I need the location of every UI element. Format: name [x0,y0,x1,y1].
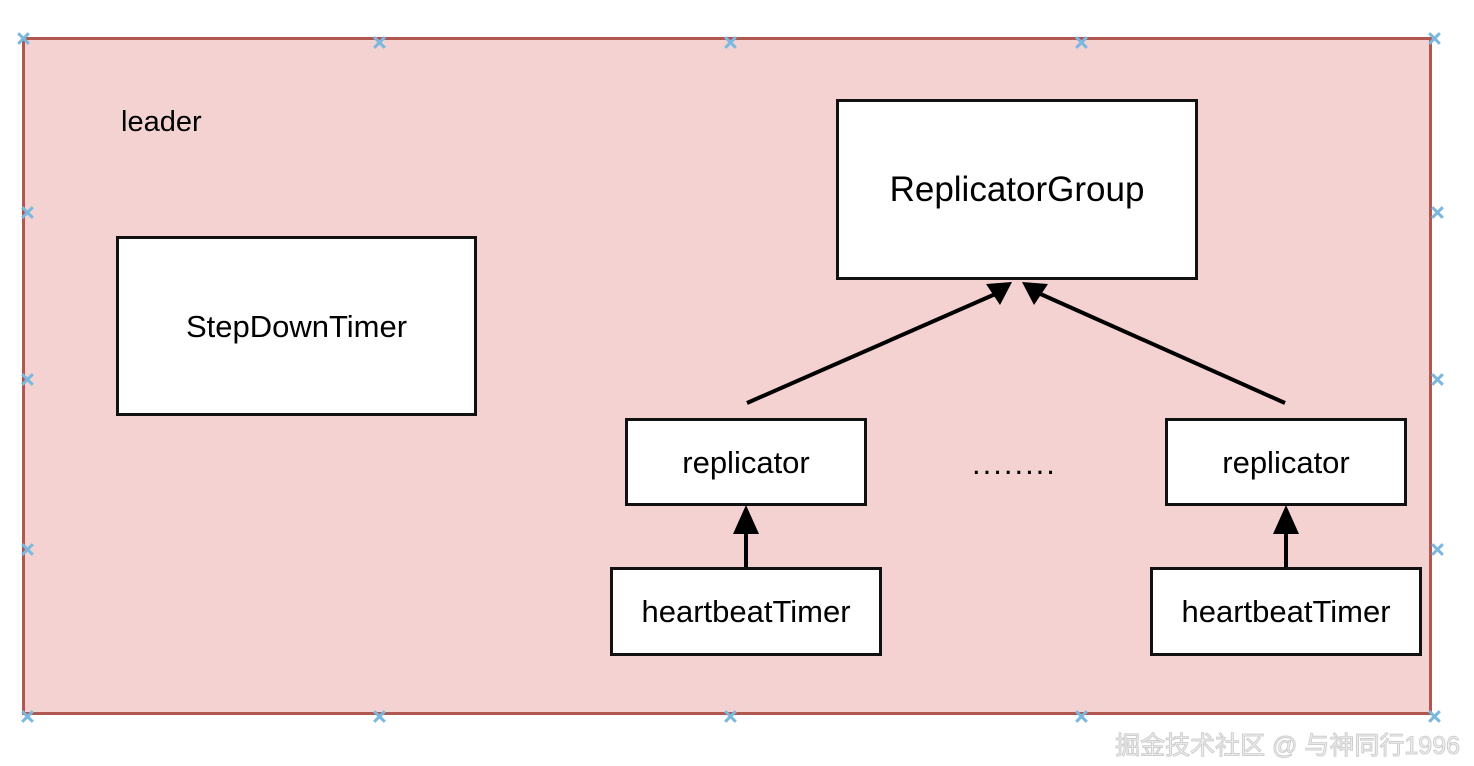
resize-handle-bottom-left[interactable] [20,709,35,724]
resize-handle-top-right[interactable] [1427,31,1442,46]
ellipsis-separator: ........ [972,446,1057,481]
node-heartbeattimer-right[interactable]: heartbeatTimer [1150,567,1422,656]
node-replicatorgroup-label: ReplicatorGroup [889,170,1145,209]
watermark-text: 掘金技术社区 @ 与神同行1996 [1115,731,1461,760]
resize-handle-top-2[interactable] [723,35,738,50]
resize-handle-top-left[interactable] [16,31,31,46]
node-replicator-right-label: replicator [1222,444,1350,480]
node-replicatorgroup[interactable]: ReplicatorGroup [836,99,1198,280]
node-stepdowntimer[interactable]: StepDownTimer [116,236,477,416]
node-replicator-left-label: replicator [682,444,810,480]
resize-handle-bottom-1[interactable] [372,709,387,724]
node-replicator-right[interactable]: replicator [1165,418,1407,506]
node-heartbeattimer-left-label: heartbeatTimer [641,594,851,629]
resize-handle-bottom-3[interactable] [1074,709,1089,724]
resize-handle-top-3[interactable] [1074,35,1089,50]
node-heartbeattimer-left[interactable]: heartbeatTimer [610,567,882,656]
resize-handle-left-1[interactable] [20,205,35,220]
resize-handle-bottom-2[interactable] [723,709,738,724]
leader-group-label: leader [121,106,202,138]
resize-handle-top-1[interactable] [372,35,387,50]
resize-handle-right-1[interactable] [1430,205,1445,220]
resize-handle-left-2[interactable] [20,372,35,387]
resize-handle-left-3[interactable] [20,542,35,557]
node-stepdowntimer-label: StepDownTimer [185,308,408,344]
node-heartbeattimer-right-label: heartbeatTimer [1181,594,1391,629]
resize-handle-bottom-right[interactable] [1427,709,1442,724]
resize-handle-right-3[interactable] [1430,542,1445,557]
resize-handle-right-2[interactable] [1430,372,1445,387]
node-replicator-left[interactable]: replicator [625,418,867,506]
